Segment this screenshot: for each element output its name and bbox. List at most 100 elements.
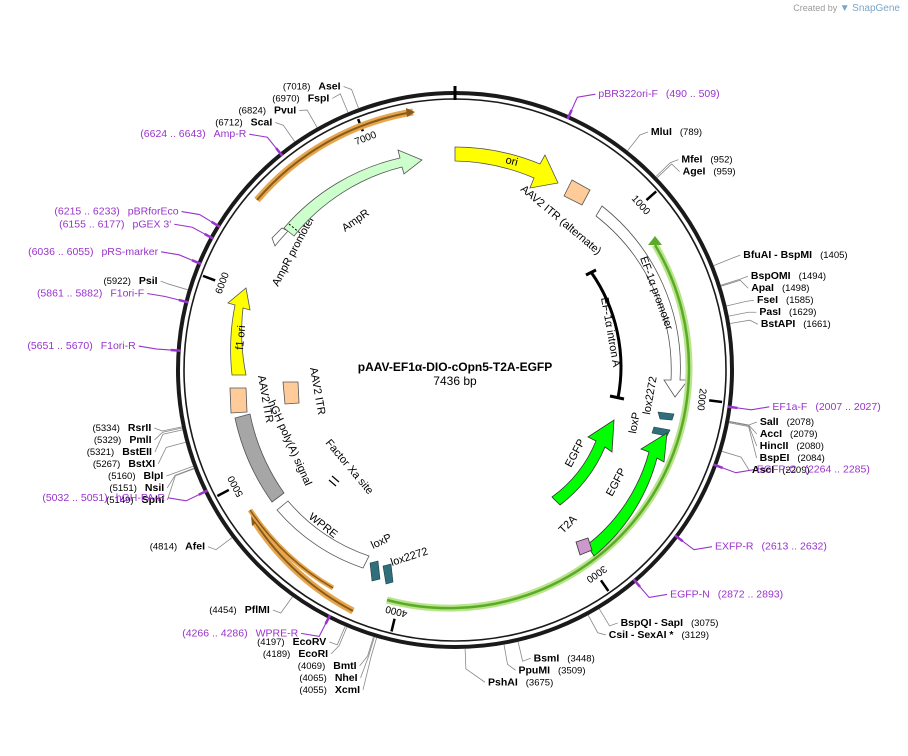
enzyme-label[interactable]: SalI(2078) (760, 416, 814, 428)
enzyme-label[interactable]: (5329)PmlI (94, 434, 152, 446)
enzyme-label[interactable]: ApaI(1498) (751, 282, 809, 294)
feature-aav2-itr-2[interactable] (282, 381, 300, 405)
primer-name: pRS-marker (101, 246, 158, 258)
feature-aav2-itr-1[interactable] (229, 387, 248, 414)
enzyme-label[interactable]: AscI(2209) (752, 464, 810, 476)
feature-ef1a-intron[interactable] (585, 268, 625, 401)
primer-site-mark (275, 147, 284, 157)
enzyme-label[interactable]: PshAI(3675) (488, 676, 553, 688)
enzyme-label[interactable]: (5334)RsrII (92, 422, 151, 434)
enzyme-leader-line (154, 426, 182, 432)
primer-label[interactable]: (6036 .. 6055)pRS-marker (28, 246, 158, 258)
primer-labels-right: pBR322ori-F(490 .. 509) EF1a-F(2007 .. 20… (598, 88, 880, 600)
enzyme-label[interactable]: (6970)FspI (272, 92, 329, 104)
enzyme-label[interactable]: BspQI - SapI(3075) (621, 617, 719, 629)
enzyme-label[interactable]: (6824)PvuI (239, 104, 297, 116)
feature-f1-ori[interactable] (227, 287, 251, 376)
enzyme-leader-line (726, 299, 755, 307)
feature-t2a[interactable] (575, 537, 593, 556)
primer-label[interactable]: (4266 .. 4286)WPRE-R (182, 627, 298, 639)
primer-label[interactable]: (6155 .. 6177)pGEX 3' (59, 218, 171, 230)
feature-egfp-a[interactable] (551, 419, 615, 506)
enzyme-leader-line (627, 131, 649, 151)
enzyme-label[interactable]: BfuAI - BspMI(1405) (743, 249, 847, 261)
feature-egfp-b[interactable] (586, 432, 668, 557)
enzyme-leader-line (154, 429, 183, 453)
enzyme-label[interactable]: AccI(2079) (760, 428, 818, 440)
enzyme-label[interactable]: BspEI(2084) (760, 452, 825, 464)
feature-factor-xa[interactable] (328, 475, 340, 487)
cds-arc-right[interactable] (386, 244, 691, 610)
primer-label[interactable]: pBR322ori-F(490 .. 509) (598, 88, 719, 100)
enzyme-label[interactable]: MfeI(952) (681, 154, 732, 166)
feature-loxp-a[interactable] (651, 426, 671, 437)
enzyme-label[interactable]: (5267)BstXI (93, 458, 155, 470)
primer-label[interactable]: EXFP-R(2613 .. 2632) (715, 541, 827, 553)
enzyme-label[interactable]: (5321)BstEII (87, 446, 152, 458)
feature-loxp-b[interactable] (369, 560, 381, 582)
primer-site-mark (178, 298, 189, 304)
primer-range: (5651 .. 5670) (27, 340, 92, 352)
enzyme-pos: (1661) (803, 319, 830, 330)
feature-lox2272-b[interactable] (382, 563, 394, 585)
enzyme-pos: (5321) (87, 447, 114, 458)
feature-wpre[interactable] (276, 500, 370, 569)
enzyme-label[interactable]: MluI(789) (651, 126, 702, 138)
enzyme-label[interactable]: (4454)PflMI (209, 604, 270, 616)
primer-label[interactable]: (5651 .. 5670)F1ori-R (27, 340, 136, 352)
feature-ampr-promoter[interactable] (271, 227, 289, 247)
outer-arc-top-left-core (256, 111, 414, 201)
enzyme-label[interactable]: FseI(1585) (757, 294, 813, 306)
enzyme-label[interactable]: (4197)EcoRV (257, 636, 326, 648)
tick-label: 2000 (694, 388, 708, 412)
enzyme-label[interactable]: CsiI - SexAI *(3129) (609, 629, 709, 641)
enzyme-label[interactable]: (5922)PsiI (103, 275, 157, 287)
enzyme-name: SalI (760, 416, 779, 428)
enzyme-pos: (2209) (782, 465, 809, 476)
enzyme-name: AfeI (185, 541, 205, 553)
enzyme-label[interactable]: (5160)BlpI (108, 470, 163, 482)
enzyme-label[interactable]: (4814)AfeI (150, 541, 205, 553)
enzyme-pos: (4065) (299, 673, 326, 684)
enzyme-leader-line (362, 637, 378, 690)
primer-label[interactable]: (6624 .. 6643)Amp-R (140, 128, 246, 140)
enzyme-label[interactable]: (7018)AseI (283, 80, 341, 92)
feature-ori[interactable] (454, 146, 559, 189)
feature-aav2-itr-alt[interactable] (563, 179, 591, 206)
enzyme-leader-line (154, 427, 183, 441)
feature-hgh-polya[interactable] (234, 413, 285, 503)
plasmid-name: pAAV-EF1α-DIO-cOpn5-T2A-EGFP (358, 360, 553, 374)
primer-leader-line (147, 292, 185, 302)
feature-ef1a-promoter[interactable] (595, 205, 689, 398)
enzyme-label[interactable]: BstAPI(1661) (761, 318, 831, 330)
enzyme-label[interactable]: (6712)ScaI (215, 116, 272, 128)
enzyme-label[interactable]: (4189)EcoRI (263, 648, 328, 660)
enzyme-pos: (959) (713, 167, 735, 178)
primer-label[interactable]: EGFP-N(2872 .. 2893) (670, 588, 783, 600)
enzyme-label[interactable]: PpuMI(3509) (519, 664, 586, 676)
enzyme-label[interactable]: (4069)BmtI (298, 660, 357, 672)
enzyme-label[interactable]: AgeI(959) (683, 166, 736, 178)
primer-label[interactable]: EGFP-C(2264 .. 2285) (757, 464, 870, 476)
primer-leader-line (168, 491, 205, 502)
feature-lox2272-a[interactable] (657, 411, 675, 421)
enzyme-label[interactable]: HincII(2080) (760, 440, 824, 452)
enzyme-label[interactable]: (5149)SphI (106, 494, 164, 506)
enzyme-pos: (1405) (820, 250, 847, 261)
primer-label[interactable]: (5032 .. 5051)hGH-PA-R (42, 492, 165, 504)
primer-label[interactable]: (5861 .. 5882)F1ori-F (37, 287, 144, 299)
primer-name: F1ori-F (110, 287, 144, 299)
enzyme-label[interactable]: (5151)NsiI (109, 482, 164, 494)
enzyme-label[interactable]: PasI(1629) (759, 306, 816, 318)
enzyme-leader-line (272, 596, 293, 614)
enzyme-label[interactable]: (4065)NheI (299, 672, 357, 684)
enzyme-label[interactable]: BspOMI(1494) (751, 270, 826, 282)
enzyme-label[interactable]: (4055)XcmI (299, 684, 360, 696)
enzyme-label[interactable]: BsmI(3448) (534, 652, 595, 664)
enzyme-pos: (4069) (298, 661, 325, 672)
feature-ampr[interactable] (283, 149, 423, 237)
primer-label[interactable]: EF1a-F(2007 .. 2027) (772, 401, 880, 413)
primer-label[interactable]: (6215 .. 6233)pBRforEco (54, 206, 178, 218)
enzyme-pos: (3509) (558, 665, 585, 676)
enzyme-leader-line (503, 644, 516, 671)
